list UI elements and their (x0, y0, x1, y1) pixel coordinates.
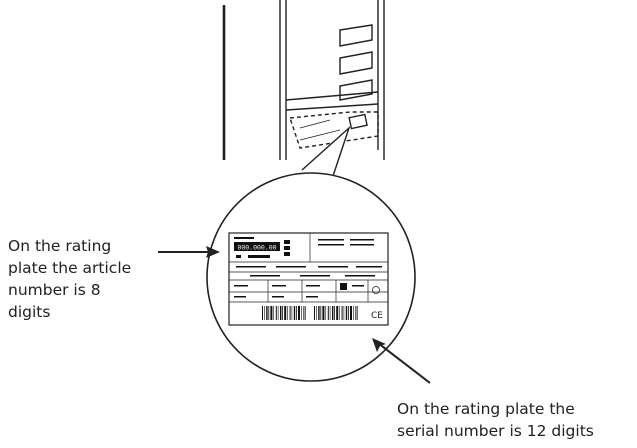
shelf-edge-2 (285, 103, 379, 111)
barcode-bar (320, 306, 322, 320)
article-number-display-text: 000.000.00 (237, 245, 276, 252)
plate-print-line (350, 244, 374, 246)
plate-print-line (248, 255, 270, 258)
shelf-edge (285, 91, 379, 101)
plate-print-line (276, 266, 306, 268)
plate-print-line (234, 285, 248, 287)
serial-number-arrow (377, 342, 431, 384)
barcode-bar (284, 306, 287, 320)
barcode-bar (262, 306, 263, 320)
barcode-bar (264, 306, 265, 320)
rating-plate-border (228, 232, 389, 326)
barcode-bar (353, 306, 354, 320)
barcode-bar (273, 306, 274, 320)
serial-number-arrowhead (372, 338, 386, 352)
barcode-bar (277, 306, 279, 320)
serial-number-label: On the rating plate the serial number is… (397, 400, 594, 440)
plate-print-line (356, 266, 382, 268)
barcode-bar (305, 306, 306, 320)
plate-print-line (318, 266, 348, 268)
barcode-bar (336, 306, 339, 320)
arrows (158, 251, 431, 384)
barcode-bar (345, 306, 348, 320)
plate-print-line (234, 237, 254, 239)
plate-print-line (272, 285, 286, 287)
barcode-bar (316, 306, 317, 320)
plate-print-line (250, 275, 280, 277)
drawer-hatch-2 (299, 129, 341, 141)
shelf-rail-3 (339, 79, 373, 101)
barcode-bar (339, 306, 340, 320)
crisper-drawer-outline (289, 111, 379, 149)
barcode-bar (348, 306, 349, 320)
barcode-bar (282, 306, 283, 320)
plate-print-line (234, 296, 246, 298)
ce-mark: CE (371, 311, 383, 321)
plate-print-line (236, 266, 266, 268)
barcode-bar (301, 306, 302, 320)
barcode-bar (357, 306, 358, 320)
barcode-bar (291, 306, 293, 320)
plate-print-line (345, 275, 375, 277)
barcode-bar (332, 306, 334, 320)
barcode-bar (275, 306, 277, 320)
plate-print-block (284, 252, 290, 256)
magnifier-circle (206, 172, 416, 382)
plate-barcodes (262, 306, 358, 320)
article-number-display (234, 242, 280, 251)
barcode-bar (314, 306, 315, 320)
plate-small-print (234, 237, 382, 298)
barcode-bar (270, 306, 273, 320)
barcode-bar (289, 306, 291, 320)
plate-print-line (272, 296, 284, 298)
plate-print-line (306, 285, 320, 287)
barcode-bar (329, 306, 331, 320)
plate-print-line (300, 275, 330, 277)
barcode-bar (355, 306, 357, 320)
barcode-bar (341, 306, 343, 320)
barcode-bar (280, 306, 282, 320)
appliance-interior (222, 0, 385, 160)
zoom-callout-tail (301, 125, 351, 177)
shelf-rail-1 (339, 24, 373, 47)
plate-print-line (318, 239, 344, 241)
barcode-bar (293, 306, 296, 320)
plate-print-block (236, 255, 241, 258)
article-number-label: On the rating plate the article number i… (8, 237, 132, 321)
plate-ground-symbol (372, 286, 380, 294)
barcode-bar (287, 306, 288, 320)
barcode-bar (266, 306, 268, 320)
rating-plate (228, 232, 389, 326)
plate-print-block (284, 240, 290, 244)
barcode-bar (325, 306, 326, 320)
drawer-hatch (299, 119, 331, 129)
barcode-bar (327, 306, 329, 320)
barcode-bar (298, 306, 300, 320)
barcode-bar (343, 306, 345, 320)
shelf-rail-2 (339, 51, 373, 75)
barcode-bar (268, 306, 270, 320)
barcode-bar (334, 306, 335, 320)
plate-print-line (352, 285, 364, 287)
barcode-bar (322, 306, 325, 320)
plate-symbol (340, 283, 347, 290)
plate-print-line (318, 244, 344, 246)
plate-print-line (350, 239, 374, 241)
article-number-arrowhead (206, 246, 220, 258)
plate-print-block (284, 246, 290, 250)
barcode-bar (303, 306, 305, 320)
barcode-bar (318, 306, 320, 320)
rating-plate-location (348, 113, 368, 130)
barcode-bar (296, 306, 297, 320)
barcode-bar (350, 306, 352, 320)
plate-print-line (306, 296, 318, 298)
